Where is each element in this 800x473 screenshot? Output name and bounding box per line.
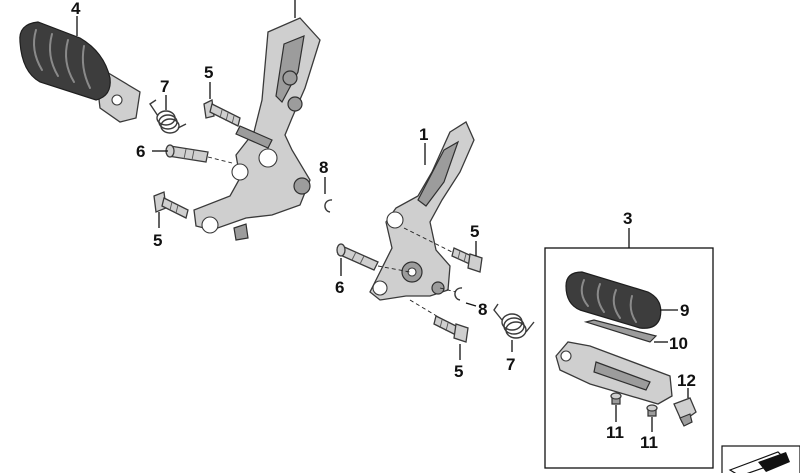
rubber-pad-9	[565, 271, 662, 329]
clip-8-right	[439, 287, 463, 301]
callout-1-top: 1	[289, 0, 298, 2]
plate-10	[583, 319, 658, 343]
callout-5-right-upper: 5	[470, 222, 479, 241]
callout-5-bottom-left: 5	[153, 231, 162, 250]
screw-11-right	[646, 404, 658, 417]
footpeg-rubber-left	[19, 21, 141, 123]
spring-right	[493, 303, 535, 339]
callout-5-top: 5	[204, 63, 213, 82]
callout-1: 1	[419, 125, 428, 144]
callout-6-left: 6	[136, 142, 145, 161]
callout-8-right: 8	[478, 300, 487, 319]
callout-10: 10	[669, 334, 688, 353]
bolt-5-right-upper	[403, 227, 483, 273]
clip-8-left	[324, 199, 333, 213]
callout-3: 3	[623, 209, 632, 228]
footpeg-body	[555, 341, 673, 405]
screw-11-left	[610, 392, 622, 405]
bolt-5-bottom-left	[153, 191, 189, 219]
spring-left	[149, 99, 187, 134]
bracket-left	[193, 17, 321, 241]
pin-12	[673, 397, 697, 427]
callout-11-left: 11	[606, 423, 624, 442]
pin-6-right	[336, 243, 411, 273]
leader-8-right	[465, 302, 477, 307]
bolt-5-top	[203, 99, 241, 127]
callout-8-left: 8	[319, 158, 328, 177]
callout-11-right: 11	[640, 433, 658, 452]
callout-9: 9	[680, 301, 689, 320]
pin-6-left	[165, 144, 233, 164]
callout-5-right-lower: 5	[454, 362, 463, 381]
corner-arrow-icon	[721, 445, 800, 473]
callout-7-left: 7	[160, 77, 169, 96]
bracket-right	[369, 121, 475, 301]
callout-12: 12	[677, 371, 696, 390]
bolt-5-right-lower	[409, 299, 469, 343]
callout-6-right: 6	[335, 278, 344, 297]
callout-4: 4	[71, 0, 81, 18]
callout-7-right: 7	[506, 355, 515, 374]
